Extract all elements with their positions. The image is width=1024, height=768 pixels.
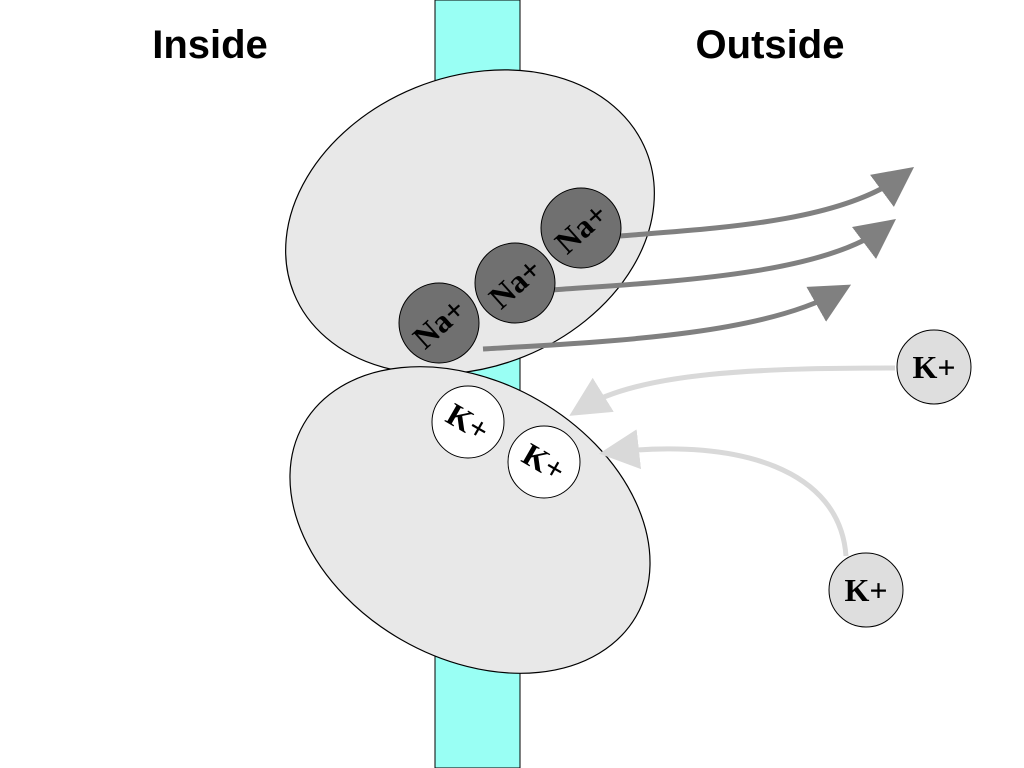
sodium-exit-arrow [619, 167, 915, 239]
potassium-ion-bound: K+ [431, 385, 505, 459]
potassium-entry-arrow [599, 429, 849, 557]
sodium-ion-bound: Na+ [474, 242, 556, 324]
sodium-ion-bound: Na+ [398, 282, 480, 364]
sodium-ion-bound: Na+ [540, 187, 622, 269]
sodium-exit-arrow [551, 219, 897, 293]
outside-label: Outside [696, 23, 845, 67]
pump-protein-upper [285, 69, 655, 375]
potassium-ion-label: K+ [912, 349, 955, 385]
inside-label: Inside [152, 23, 268, 67]
potassium-ion-free: K+ [896, 329, 972, 405]
potassium-ion-free: K+ [828, 552, 904, 628]
potassium-entry-arrow [569, 365, 896, 416]
potassium-ion-bound: K+ [507, 425, 581, 499]
potassium-ion-label: K+ [844, 572, 887, 608]
sodium-exit-arrow [482, 284, 852, 352]
